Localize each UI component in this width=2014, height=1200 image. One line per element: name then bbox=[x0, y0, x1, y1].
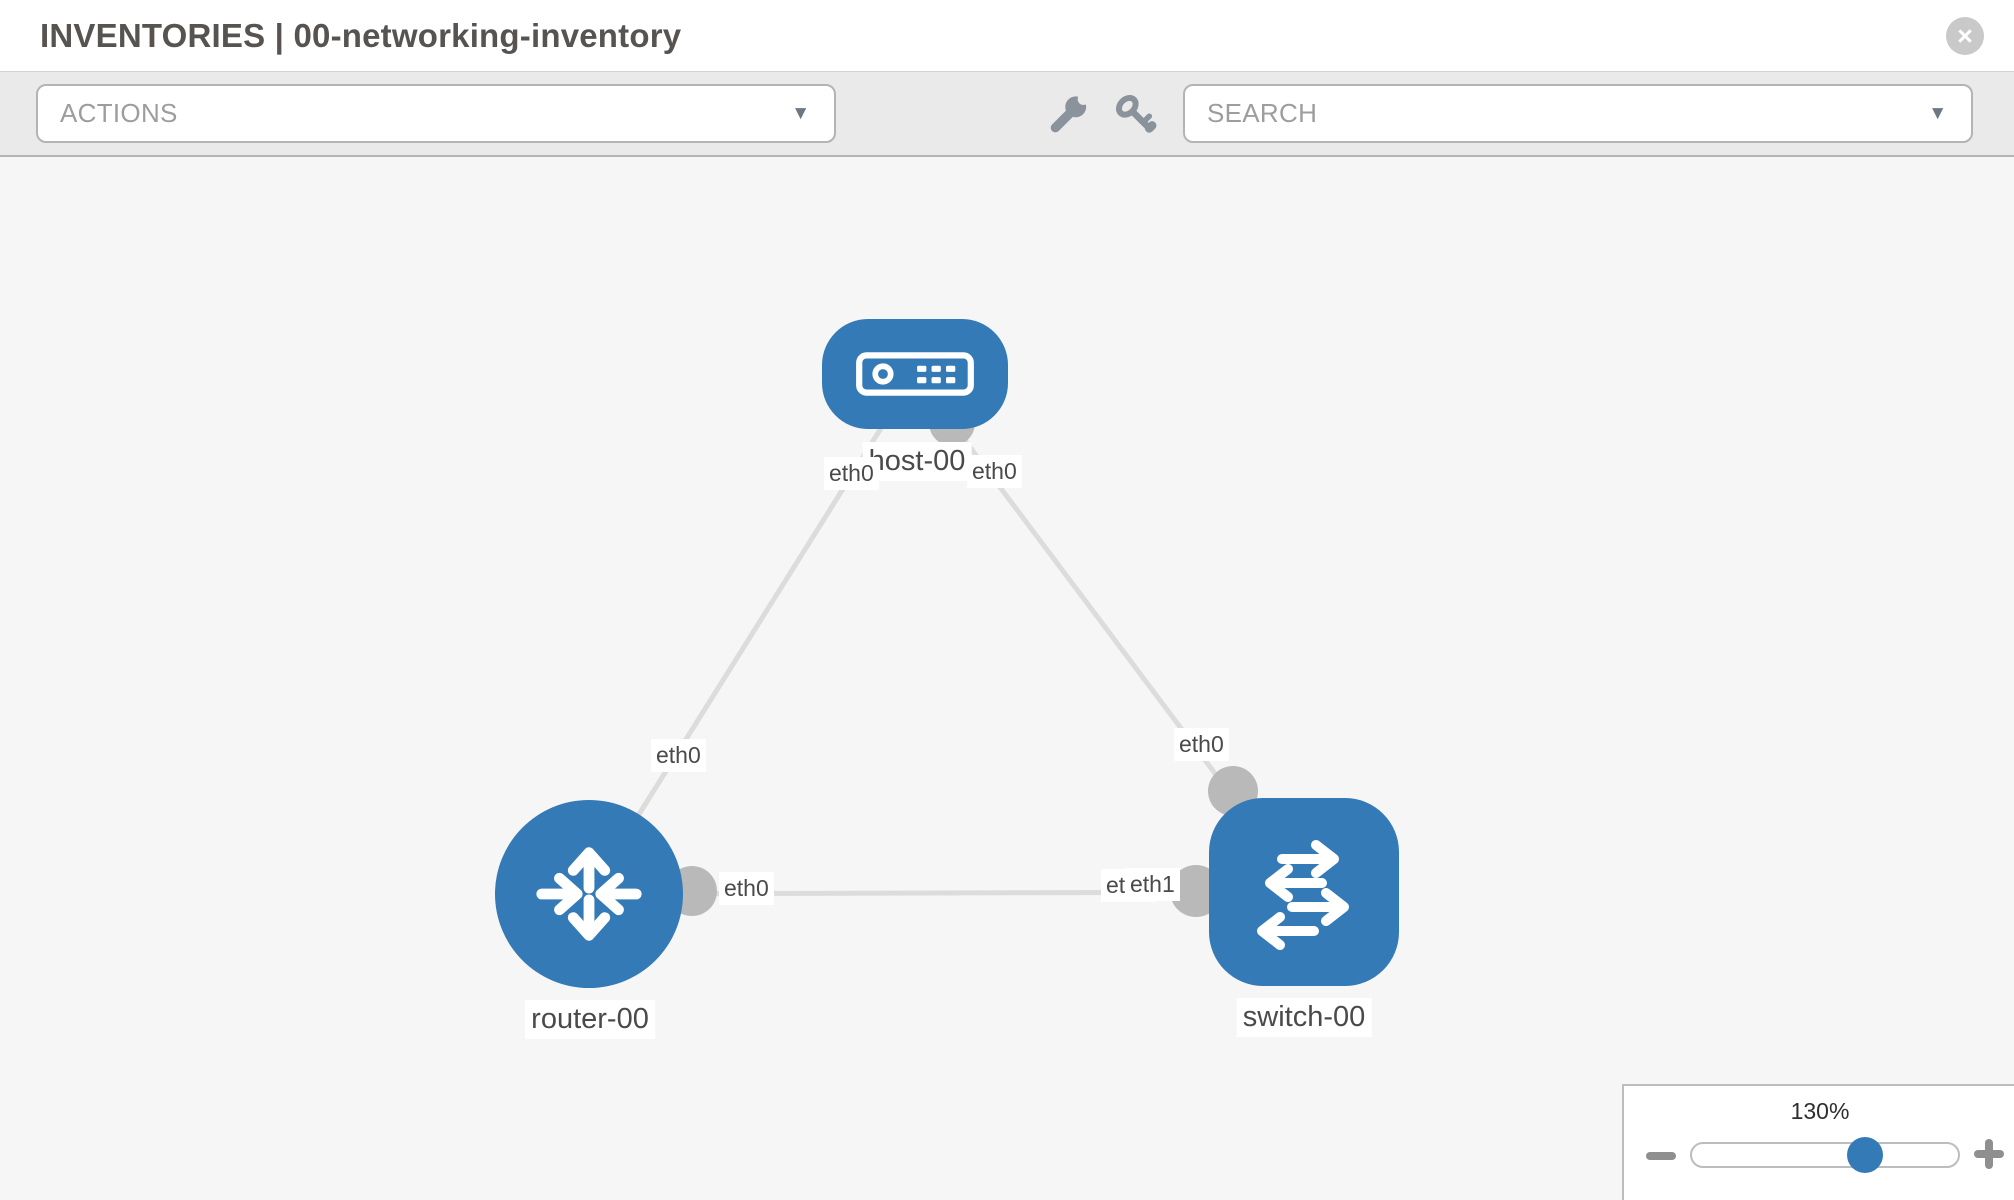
iface-label-router-right: eth0 bbox=[719, 872, 774, 905]
zoom-slider-track[interactable] bbox=[1690, 1142, 1960, 1168]
titlebar: INVENTORIES | 00-networking-inventory × bbox=[0, 0, 2014, 72]
zoom-slider-thumb[interactable] bbox=[1847, 1137, 1883, 1173]
node-label-switch: switch-00 bbox=[1236, 998, 1372, 1037]
iface-label-switch-left-over: eth1 bbox=[1125, 868, 1180, 901]
iface-label-switch-top: eth0 bbox=[1174, 728, 1229, 761]
search-dropdown-label: SEARCH bbox=[1207, 98, 1318, 128]
wrench-icon bbox=[1050, 93, 1090, 133]
zoom-panel: 130% bbox=[1622, 1084, 2014, 1200]
page-title: INVENTORIES | 00-networking-inventory bbox=[40, 16, 682, 54]
iface-label-router-uplink: eth0 bbox=[651, 739, 706, 772]
toolbar: ACTIONS ▼ SEARCH ▼ bbox=[0, 72, 2014, 157]
credentials-button[interactable] bbox=[1107, 86, 1163, 142]
topology-links-layer bbox=[586, 372, 1306, 917]
node-switch[interactable] bbox=[1209, 798, 1399, 986]
topology-canvas[interactable]: host-00 router-00 switch-00 eth0 eth0 et… bbox=[0, 160, 2014, 1200]
node-host[interactable] bbox=[822, 319, 1008, 429]
node-label-host: host-00 bbox=[862, 442, 972, 481]
key-icon bbox=[1115, 94, 1157, 133]
switch-arrows-icon bbox=[1257, 840, 1349, 950]
chevron-down-icon: ▼ bbox=[1928, 102, 1947, 124]
node-router[interactable] bbox=[495, 800, 683, 988]
chevron-down-icon: ▼ bbox=[791, 102, 810, 124]
iface-label-host-right: eth0 bbox=[967, 455, 1022, 488]
server-icon bbox=[856, 352, 974, 396]
configure-button[interactable] bbox=[1040, 86, 1096, 142]
close-button[interactable]: × bbox=[1946, 17, 1984, 55]
node-label-router: router-00 bbox=[525, 1000, 655, 1039]
zoom-out-button[interactable] bbox=[1646, 1152, 1676, 1160]
actions-dropdown-label: ACTIONS bbox=[60, 98, 178, 128]
close-icon: × bbox=[1957, 20, 1973, 51]
zoom-level-label: 130% bbox=[1790, 1098, 1850, 1124]
iface-label-host-left: eth0 bbox=[824, 457, 879, 490]
zoom-in-button[interactable] bbox=[1974, 1139, 2004, 1169]
search-dropdown[interactable]: SEARCH ▼ bbox=[1183, 84, 1973, 143]
actions-dropdown[interactable]: ACTIONS ▼ bbox=[36, 84, 836, 143]
router-arrows-icon bbox=[536, 847, 642, 941]
